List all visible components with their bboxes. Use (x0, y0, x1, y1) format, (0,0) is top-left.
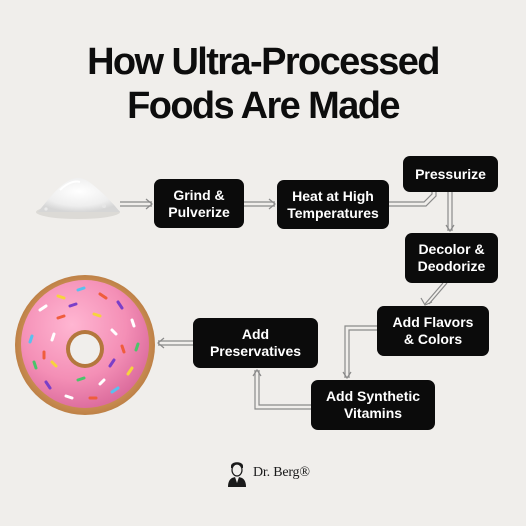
flour-powder-image (36, 177, 120, 219)
step-label-line-2: Temperatures (287, 204, 379, 221)
step-label-line-1: Add Synthetic (325, 388, 421, 404)
step-decolor-deodorize: Decolor & Deodorize (405, 233, 498, 283)
step-label-line-2: Vitamins (343, 405, 403, 421)
title-line-2: Foods Are Made (127, 85, 400, 127)
step-label-line-2: & Colors (403, 331, 463, 347)
step-heat-high-temperatures: Heat at High Temperatures (277, 180, 389, 229)
dr-berg-portrait-icon (228, 462, 246, 487)
step-label-line-2: Preservatives (209, 343, 302, 359)
step-label-line-1: Pressurize (415, 165, 486, 182)
page-title: How Ultra-Processed Foods Are Made (0, 40, 526, 128)
step-add-flavors-colors: Add Flavors & Colors (377, 306, 489, 356)
brand-logo: Dr. Berg® (226, 458, 310, 488)
step-add-preservatives: Add Preservatives (193, 318, 318, 368)
brand-name: Dr. Berg® (253, 465, 310, 480)
step-label-line-1: Grind & (173, 186, 225, 203)
connector-lines (120, 192, 455, 410)
step-label-line-1: Heat at High (292, 187, 374, 204)
title-line-1: How Ultra-Processed (87, 41, 440, 83)
step-add-synthetic-vitamins: Add Synthetic Vitamins (311, 380, 435, 430)
step-label-line-1: Decolor & (418, 241, 485, 257)
step-pressurize: Pressurize (403, 156, 498, 192)
step-label-line-1: Add Flavors (392, 314, 474, 330)
step-grind-pulverize: Grind & Pulverize (154, 179, 244, 228)
step-label-line-1: Add (241, 326, 270, 342)
donut-image (15, 275, 155, 415)
step-label-line-2: Pulverize (168, 203, 230, 220)
step-label-line-2: Deodorize (417, 258, 486, 274)
